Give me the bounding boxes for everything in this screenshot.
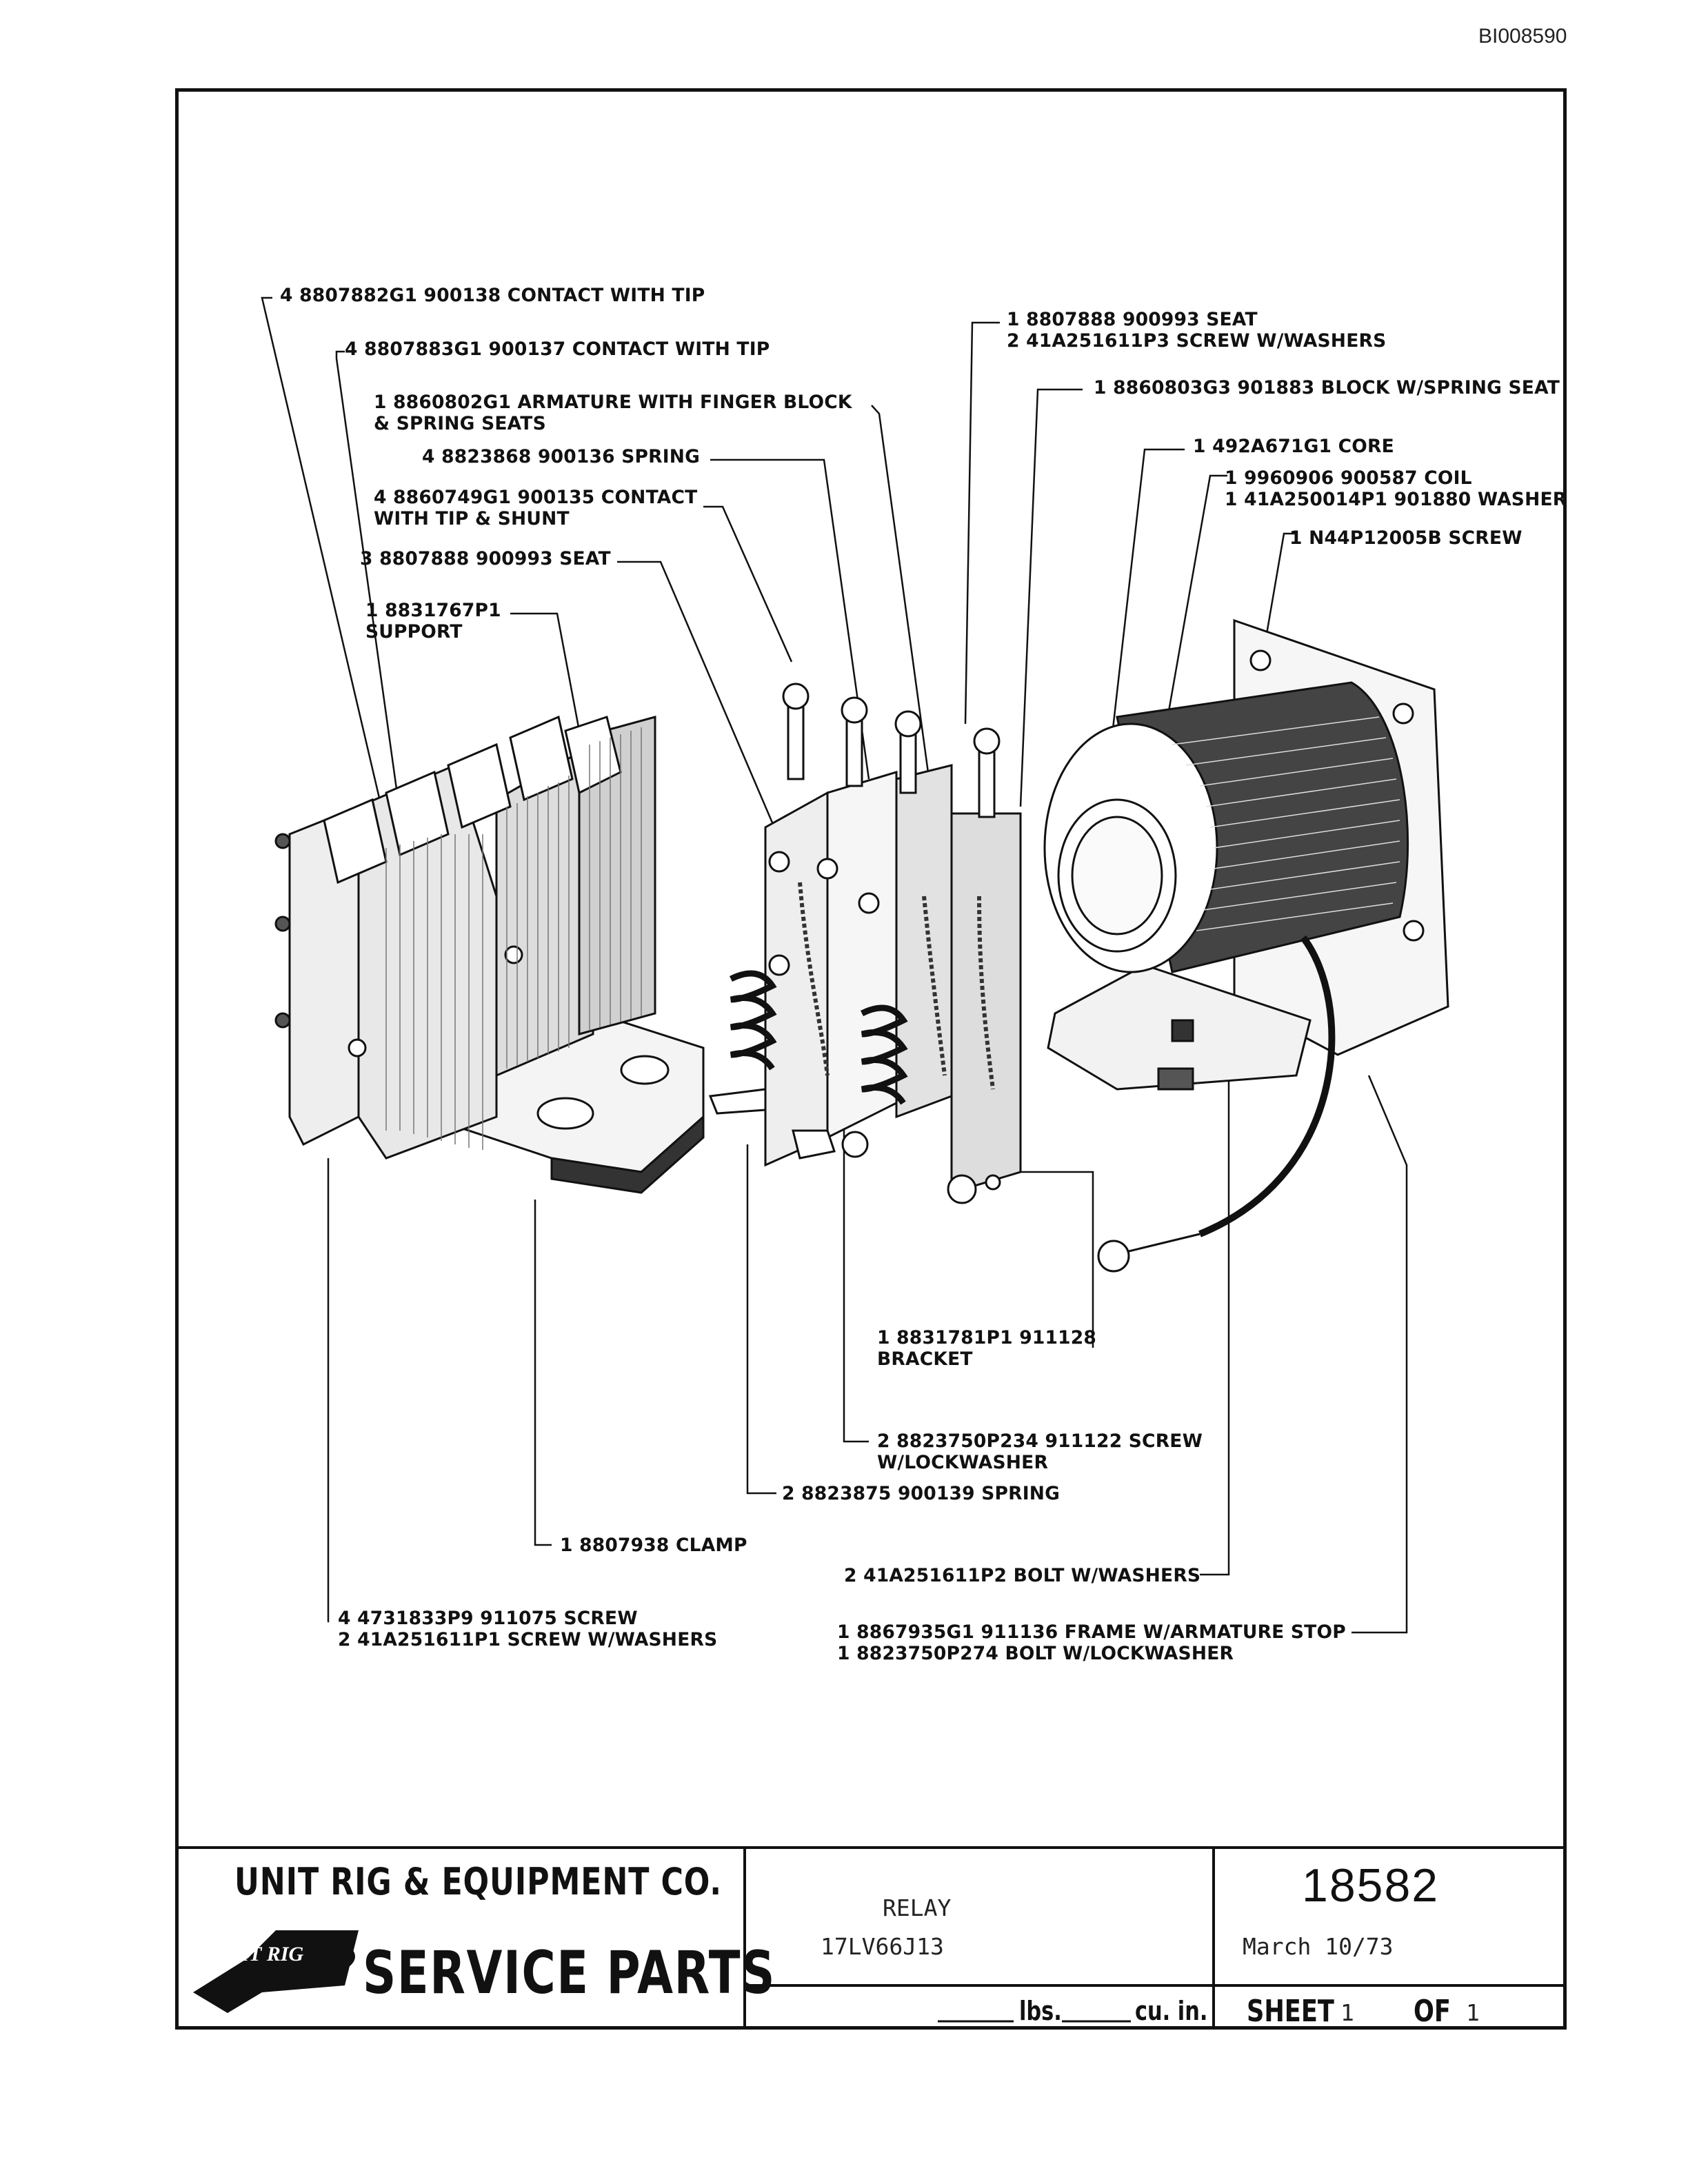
drawing-number: 18582 [1302, 1859, 1440, 1912]
callout-contact-with-tip-b: 4 8807883G1 900137 CONTACT WITH TIP [345, 338, 770, 360]
callout-coil-washer: 1 9960906 900587 COIL 1 41A250014P1 9018… [1225, 467, 1567, 510]
armature-assembly [708, 682, 1022, 1204]
volume-unit-label: cu. in. [1135, 1996, 1208, 2026]
sheet-total: 1 [1466, 1999, 1480, 2026]
document-id: BI008590 [1478, 25, 1567, 48]
callout-seat-left: 3 8807888 900993 SEAT [360, 548, 611, 569]
callout-screw-right: 1 N44P12005B SCREW [1289, 527, 1523, 549]
unit-rig-logo [193, 1930, 359, 2013]
callout-bracket: 1 8831781P1 911128 BRACKET [877, 1327, 1097, 1370]
weight-unit-label: lbs. [1019, 1996, 1062, 2026]
callout-clamp: 1 8807938 CLAMP [560, 1535, 747, 1556]
callout-contact-with-tip-a: 4 8807882G1 900138 CONTACT WITH TIP [280, 285, 705, 306]
drawing-frame [175, 88, 1567, 2030]
leader-lines [261, 296, 1408, 1634]
callout-spring-top: 4 8823868 900136 SPRING [422, 446, 701, 467]
callout-support: 1 8831767P1 SUPPORT [365, 600, 501, 643]
support-ribs [385, 727, 642, 1150]
callout-core: 1 492A671G1 CORE [1193, 436, 1394, 457]
callout-bolt-washers: 2 41A251611P2 BOLT W/WASHERS [844, 1565, 1201, 1586]
sheet-number: 1 [1340, 1999, 1354, 2026]
shunt-braids [798, 882, 995, 1090]
drawing-date: March 10/73 [1243, 1933, 1394, 1960]
of-label: OF [1414, 1994, 1451, 2029]
support-assembly [274, 715, 705, 1194]
title-block-grid [178, 1846, 1564, 2027]
callout-screw-bottom: 4 4731833P9 911075 SCREW 2 41A251611P1 S… [338, 1608, 718, 1650]
callout-screw-lockwasher: 2 8823750P234 911122 SCREW W/LOCKWASHER [877, 1430, 1203, 1473]
coil-assembly [1043, 618, 1449, 1273]
coil-windings [1172, 716, 1400, 931]
service-parts-heading: SERVICE PARTS [363, 1939, 776, 2008]
callout-spring-bottom: 2 8823875 900139 SPRING [782, 1483, 1061, 1504]
company-name: UNIT RIG & EQUIPMENT CO. [234, 1860, 722, 1903]
callout-frame: 1 8867935G1 911136 FRAME W/ARMATURE STOP… [837, 1621, 1346, 1664]
sheet-label: SHEET [1247, 1994, 1334, 2029]
callout-block: 1 8860803G3 901883 BLOCK W/SPRING SEAT [1094, 377, 1560, 398]
springs [729, 970, 908, 1105]
logo-text: UNIT RIG [211, 1943, 304, 1965]
callout-seat-screw: 1 8807888 900993 SEAT 2 41A251611P3 SCRE… [1007, 309, 1387, 352]
callout-armature: 1 8860802G1 ARMATURE WITH FINGER BLOCK &… [374, 392, 852, 434]
callout-contact-shunt: 4 8860749G1 900135 CONTACT WITH TIP & SH… [374, 487, 698, 529]
part-number: 17LV66J13 [821, 1933, 944, 1960]
part-name: RELAY [883, 1894, 952, 1921]
